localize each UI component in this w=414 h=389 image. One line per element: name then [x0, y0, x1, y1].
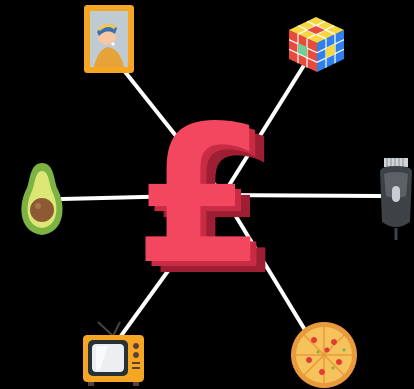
pound-sign-icon: £ £ £ — [134, 85, 281, 317]
pizza-icon — [291, 322, 357, 388]
framed-portrait-icon — [84, 5, 134, 73]
pound-sign-face: £ — [134, 85, 266, 306]
